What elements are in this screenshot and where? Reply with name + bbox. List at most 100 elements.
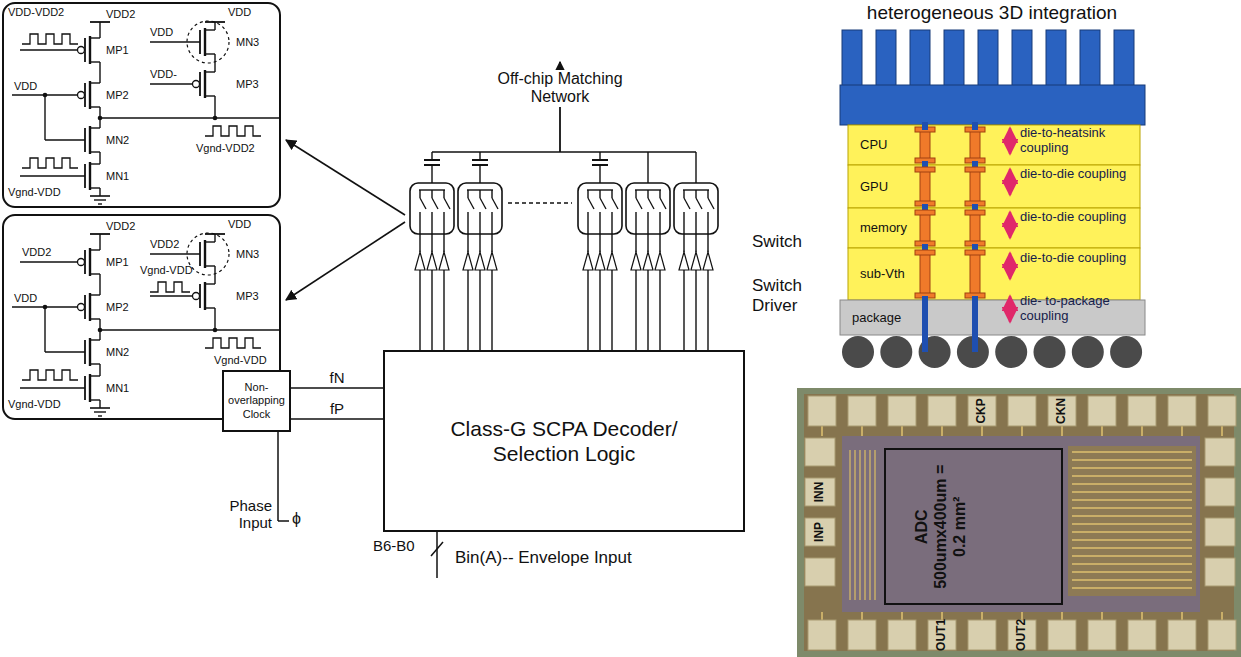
tsv-via [920, 170, 930, 203]
supply-label: VDD [228, 218, 251, 231]
tsv-link [972, 122, 978, 130]
metal-trace [1072, 555, 1192, 557]
bond-pad [1128, 620, 1156, 650]
supply-label: VDD [14, 80, 37, 93]
wire [90, 399, 100, 400]
metal-trace [1021, 426, 1023, 436]
square-wave [150, 282, 190, 292]
wire [707, 190, 708, 198]
rotated-text-group: ADC500umx400um = 0.2 mm² [912, 457, 970, 597]
wire [611, 270, 612, 350]
coupling-label: die-to-die coupling [1020, 251, 1138, 266]
wire [443, 212, 444, 252]
clock-block: Non-overlapping Clock [222, 370, 291, 432]
driver-buffer [595, 252, 605, 270]
transistor-label: MN3 [236, 248, 259, 261]
metal-trace [874, 450, 876, 600]
coupling-arrow [1009, 169, 1011, 195]
wire [683, 212, 684, 252]
solder-ball [1110, 336, 1142, 368]
pmos-bubble [78, 304, 85, 311]
wire [90, 37, 100, 38]
bond-pad [888, 396, 916, 426]
phase-wire [277, 432, 279, 521]
phase-wire [278, 520, 289, 522]
wire [479, 190, 480, 198]
switch-blade [600, 198, 606, 209]
wire [635, 190, 636, 198]
transistor-label: MP1 [106, 256, 129, 269]
metal-trace [1072, 587, 1192, 589]
callout-arrow [286, 140, 405, 215]
wire [90, 273, 100, 274]
wire [647, 270, 648, 350]
bus-slash [431, 542, 443, 556]
core-area [842, 436, 1200, 612]
wire [599, 270, 600, 350]
wire [479, 212, 480, 252]
driver-buffer [703, 252, 713, 270]
output-label: Off-chip Matching Network [485, 70, 635, 107]
wire [647, 152, 648, 183]
switch-blade [420, 198, 426, 209]
metal-trace [859, 450, 861, 600]
wire [599, 152, 600, 160]
part-label: Switch Driver [752, 276, 816, 315]
heatsink-base [840, 85, 1145, 125]
wire [150, 41, 200, 42]
bond-pad [1205, 478, 1235, 506]
bond-pad [805, 478, 835, 506]
supply-label: VDD [14, 292, 37, 305]
heatsink-fin [1080, 30, 1100, 90]
wire [214, 96, 215, 118]
wire [20, 175, 85, 176]
wire [20, 261, 78, 262]
tsv-pad [915, 250, 935, 255]
bond-pad [808, 620, 836, 650]
supply-label: VDD2 [106, 220, 135, 233]
metal-trace [861, 426, 863, 436]
wire [443, 270, 444, 350]
driver-buffer [463, 252, 473, 270]
wire [90, 82, 100, 83]
switch-blade [444, 198, 450, 209]
metal-trace [821, 426, 823, 436]
transistor-label: MN3 [236, 36, 259, 49]
bond-pad [968, 396, 996, 426]
wire [431, 165, 432, 183]
square-wave [22, 34, 78, 44]
tsv-link [972, 300, 978, 352]
wire [90, 163, 100, 164]
bond-pad [1088, 620, 1116, 650]
metal-trace [1072, 531, 1192, 533]
photo-frame [797, 388, 1241, 657]
wire [695, 270, 696, 350]
bond-pad [1208, 396, 1236, 426]
heatsink-fin [842, 30, 862, 90]
wire [99, 274, 100, 284]
wire [90, 339, 100, 340]
wire [45, 351, 85, 352]
bond-pad [1048, 396, 1076, 426]
wire [90, 249, 100, 250]
driver-buffer [679, 252, 689, 270]
bond-pad [888, 620, 916, 650]
3d-stack [840, 30, 1145, 368]
transistor-label: MN1 [106, 170, 129, 183]
wire [491, 270, 492, 350]
switch-blade [432, 198, 438, 209]
wire [419, 212, 420, 252]
wire [205, 53, 215, 54]
switch-blade [636, 198, 642, 209]
input-label: Phase Input [222, 497, 272, 532]
capacitor-plate [424, 159, 440, 161]
die-photo [797, 388, 1241, 657]
tsv-pad [965, 250, 985, 255]
bond-pad [1208, 620, 1236, 650]
part-label: Switch [752, 232, 802, 252]
pin-label: INP [813, 522, 827, 542]
wire [99, 72, 100, 83]
metal-trace [1072, 515, 1192, 517]
metal-trace [1021, 612, 1023, 620]
transistor-channel [89, 126, 91, 154]
